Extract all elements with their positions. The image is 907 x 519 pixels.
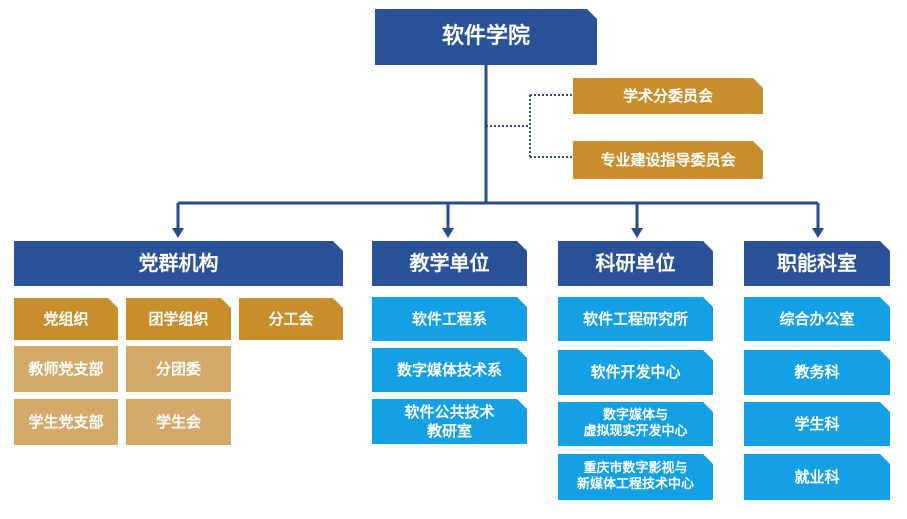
root-node: 软件学院 — [375, 9, 597, 65]
party-unit-youth-league-branch: 分团委 — [126, 346, 231, 392]
party-unit-party-org: 党组织 — [14, 298, 118, 340]
teaching-unit-digital-media: 数字媒体技术系 — [372, 348, 527, 392]
research-unit-film-center: 重庆市数字影视与 新媒体工程技术中心 — [558, 454, 713, 500]
arrow-head-research — [631, 228, 643, 238]
dept-header-teaching: 教学单位 — [372, 241, 527, 286]
dept-header-party-mass: 党群机构 — [14, 241, 343, 286]
admin-unit-employment: 就业科 — [744, 454, 890, 500]
admin-unit-academic-affairs: 教务科 — [744, 350, 890, 395]
admin-unit-general-office: 综合办公室 — [744, 297, 890, 341]
party-unit-teacher-branch: 教师党支部 — [14, 346, 118, 392]
party-unit-student-branch: 学生党支部 — [14, 399, 118, 445]
arrow-head-party — [172, 228, 184, 238]
dept-header-research: 科研单位 — [558, 241, 713, 286]
research-unit-vr-center: 数字媒体与 虚拟现实开发中心 — [558, 402, 713, 446]
committee-academic: 学术分委员会 — [573, 78, 763, 114]
research-unit-dev-center: 软件开发中心 — [558, 350, 713, 395]
teaching-unit-software-engineering: 软件工程系 — [372, 297, 527, 341]
teaching-unit-public-tech: 软件公共技术 教研室 — [372, 399, 527, 444]
committee-program-guidance: 专业建设指导委员会 — [573, 141, 763, 179]
dept-header-admin: 职能科室 — [744, 241, 890, 286]
arrow-head-admin — [812, 228, 824, 238]
arrow-head-teaching — [442, 228, 454, 238]
party-unit-youth-org: 团学组织 — [126, 298, 231, 340]
party-unit-trade-union: 分工会 — [239, 298, 343, 340]
admin-unit-student-affairs: 学生科 — [744, 402, 890, 446]
research-unit-se-institute: 软件工程研究所 — [558, 297, 713, 341]
party-unit-student-union: 学生会 — [126, 399, 231, 445]
